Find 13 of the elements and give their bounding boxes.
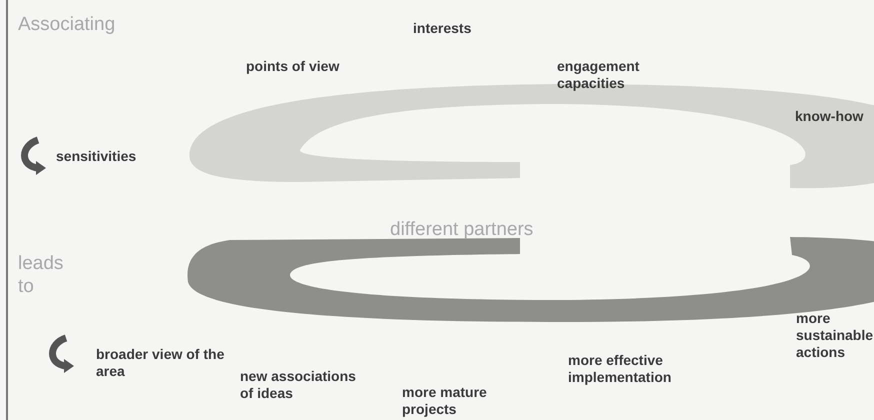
caption-text: more mature projects [402,384,488,418]
caption-text: interests [413,20,472,37]
caption-text: new associations of ideas [240,368,357,402]
caption-text: know-how [795,108,864,125]
caption-text: points of view [246,58,340,75]
caption-text: more sustainable actions [796,310,874,361]
caption-text: sensitivities [56,148,138,165]
caption-text: broader view of the area [96,346,226,380]
heading-text: different partners [390,218,534,241]
caption-text: engagement capacities [557,58,640,92]
heading-text: leads to [18,252,64,298]
heading-text: Associating [18,13,116,36]
caption-text: more effective implementation [568,352,672,386]
